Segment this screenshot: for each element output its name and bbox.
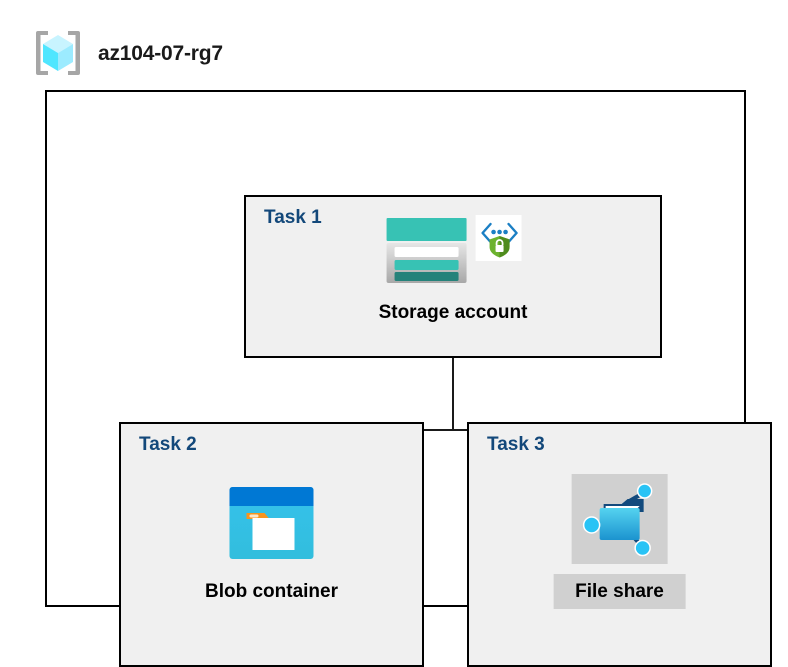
- storage-account-caption: Storage account: [378, 302, 528, 323]
- blob-container-icon: [224, 482, 318, 564]
- task-3-label: Task 3: [487, 434, 545, 455]
- resource-group-icon: [36, 31, 80, 75]
- storage-account-icon: [384, 215, 470, 285]
- storage-icon-row: [384, 215, 522, 285]
- connector-stem: [452, 306, 454, 431]
- node-file-share[interactable]: File share: [553, 474, 686, 609]
- task-box-2[interactable]: Task 2: [119, 422, 424, 667]
- task-box-3[interactable]: Task 3: [467, 422, 772, 667]
- task-1-label: Task 1: [264, 207, 322, 228]
- resource-group-header: az104-07-rg7: [32, 27, 223, 79]
- task-2-label: Task 2: [139, 434, 197, 455]
- blob-container-caption: Blob container: [204, 581, 339, 602]
- resource-group-container: Task 1: [45, 90, 772, 667]
- connector-bus: [280, 429, 624, 431]
- security-shield-lock-icon: [476, 215, 522, 261]
- node-blob-container[interactable]: Blob container: [183, 482, 360, 609]
- node-storage-account[interactable]: Storage account: [357, 215, 550, 330]
- file-share-icon: [571, 474, 668, 564]
- file-share-caption: File share: [553, 574, 686, 609]
- task-box-1[interactable]: Task 1: [244, 195, 662, 358]
- resource-group-title: az104-07-rg7: [98, 41, 223, 65]
- diagram-canvas: az104-07-rg7 Task 1: [32, 27, 772, 667]
